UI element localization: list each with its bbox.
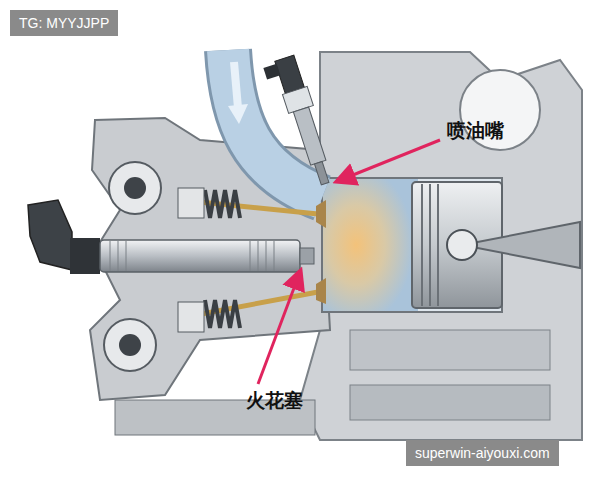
watermark: TG: MYYJJPP	[10, 10, 118, 36]
part-label: 喷油嘴	[447, 118, 504, 144]
part-label: 火花塞	[246, 388, 303, 414]
watermark: superwin-aiyouxi.com	[406, 440, 559, 466]
